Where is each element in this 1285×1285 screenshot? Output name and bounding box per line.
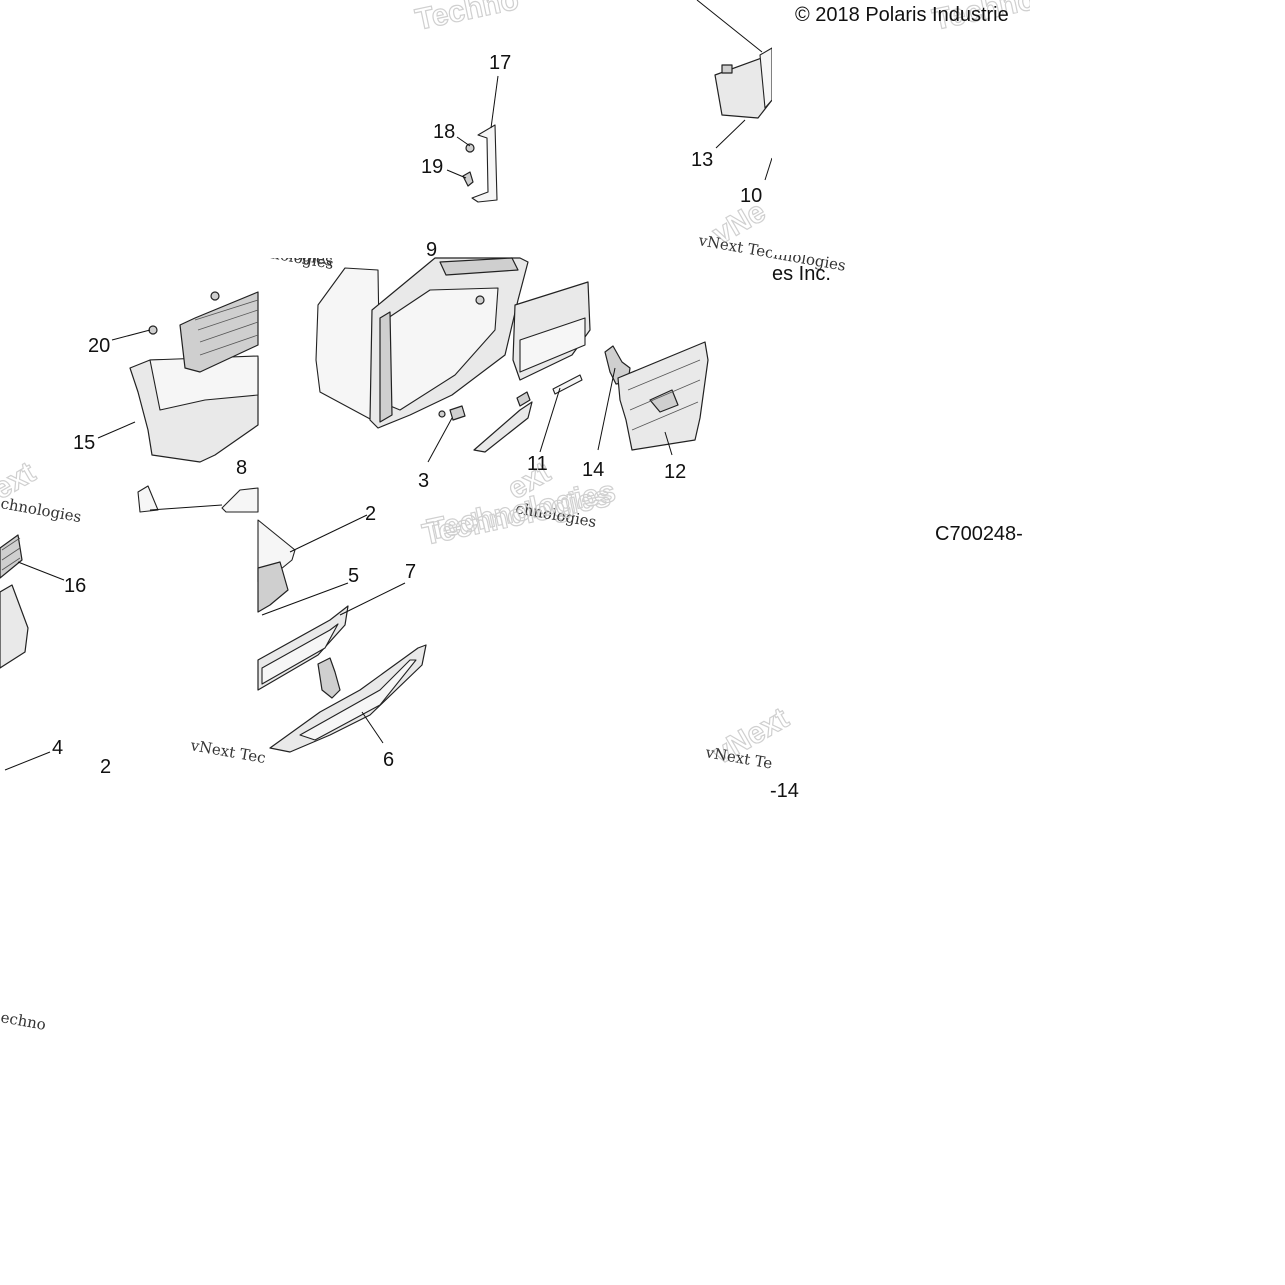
callout-11: 11 <box>527 453 548 475</box>
leader-18 <box>456 136 471 147</box>
console-box-9 <box>315 257 591 429</box>
screw-3 <box>438 410 446 418</box>
bin-inner-15 <box>149 355 259 411</box>
box-edge <box>379 311 393 423</box>
drawing-code: C700248- <box>935 523 1023 545</box>
callout-17: 17 <box>489 52 511 74</box>
clip-13 <box>721 64 733 74</box>
mesh-panel-15 <box>179 291 259 373</box>
fastener-20 <box>148 325 158 335</box>
top-rail <box>439 257 519 276</box>
leader-2 <box>289 514 368 553</box>
blank-tile <box>0 1030 1030 1285</box>
blank-tile <box>810 772 1030 1030</box>
mesh-hatch <box>1 537 21 571</box>
panel-13-group <box>714 47 773 119</box>
callout-7: 7 <box>405 561 416 583</box>
leader-10 <box>764 157 773 181</box>
hardware-cluster <box>257 561 289 613</box>
callout-8: 8 <box>236 457 247 479</box>
door-shading <box>627 359 701 431</box>
leader-top <box>696 0 763 53</box>
hardware-group <box>438 345 631 453</box>
part-8 <box>221 487 259 513</box>
callout-9: 9 <box>426 239 437 261</box>
copyright-notice: © 2018 Polaris Industrie <box>795 4 1009 26</box>
watermark-text: chnologies <box>0 494 83 526</box>
door-face-9 <box>519 317 586 373</box>
callout-16: 16 <box>64 575 86 597</box>
leader-6 <box>361 711 384 744</box>
panel-6 <box>269 644 427 753</box>
fastener <box>475 295 485 305</box>
page-fragment: -14 <box>770 780 799 802</box>
leader-4 <box>4 751 51 771</box>
callout-10: 10 <box>740 185 762 207</box>
latch-6 <box>317 657 341 699</box>
panel-6-face <box>299 659 417 741</box>
leader-16 <box>17 561 65 581</box>
door-latch-12 <box>649 389 679 413</box>
blank-tile <box>46 772 258 1030</box>
blank-tile <box>550 772 772 1030</box>
callout-14: 14 <box>582 459 604 481</box>
lower-assembly <box>257 519 427 753</box>
hinge-strip <box>473 401 533 453</box>
latch-3 <box>449 405 466 421</box>
leader-11 <box>539 387 561 453</box>
callout-19: 19 <box>421 156 443 178</box>
pin-11 <box>552 374 583 395</box>
watermark-text: Techno <box>413 0 522 37</box>
blank-tile <box>258 0 408 258</box>
leader-7 <box>339 582 406 616</box>
leader-14 <box>597 367 616 451</box>
leader-lines <box>4 0 773 771</box>
bolt-18 <box>465 143 475 153</box>
part-8-fragment <box>137 485 259 513</box>
leader-12 <box>664 431 673 456</box>
leader-13 <box>715 119 746 149</box>
blank-tile <box>0 0 258 258</box>
leader-15 <box>97 421 136 439</box>
mesh-16 <box>0 534 23 579</box>
callout-2-fragment: 2 <box>100 756 111 778</box>
watermark-text: vNext Tec <box>188 736 267 767</box>
storage-bin-15 <box>129 291 259 463</box>
callout-15: 15 <box>73 432 95 454</box>
callout-13: 13 <box>691 149 713 171</box>
leader-19 <box>446 169 467 179</box>
callout-4: 4 <box>52 737 63 759</box>
callout-labels: 17 18 19 13 10 9 20 15 8 3 11 14 12 2 16… <box>52 52 762 778</box>
bin-16-fragment <box>0 534 29 669</box>
clip <box>516 391 531 407</box>
bin-16 <box>0 584 29 669</box>
leader-5 <box>261 582 349 616</box>
callout-5: 5 <box>348 565 359 587</box>
callout-12: 12 <box>664 461 686 483</box>
callout-2: 2 <box>365 503 376 525</box>
bracket-17-group <box>462 124 498 203</box>
sheet-text: © 2018 Polaris Industrie es Inc. C700248… <box>770 4 1023 802</box>
mesh-hatch <box>194 299 259 356</box>
callout-18: 18 <box>433 121 455 143</box>
leader-8 <box>149 504 223 511</box>
bracket-17 <box>471 124 498 203</box>
copyright-fragment: es Inc. <box>772 263 831 285</box>
leader-17 <box>490 75 499 129</box>
screw-19 <box>462 171 474 187</box>
blank-tile <box>1030 0 1285 1285</box>
callout-3: 3 <box>418 470 429 492</box>
bracket-8 <box>137 485 159 513</box>
door-12 <box>617 341 709 451</box>
callout-6: 6 <box>383 749 394 771</box>
fastener <box>210 291 220 301</box>
leader-20 <box>111 329 151 341</box>
trim-7-face <box>261 623 339 685</box>
callout-20: 20 <box>88 335 110 357</box>
leader-3 <box>427 417 453 463</box>
blank-tile <box>772 30 1030 255</box>
